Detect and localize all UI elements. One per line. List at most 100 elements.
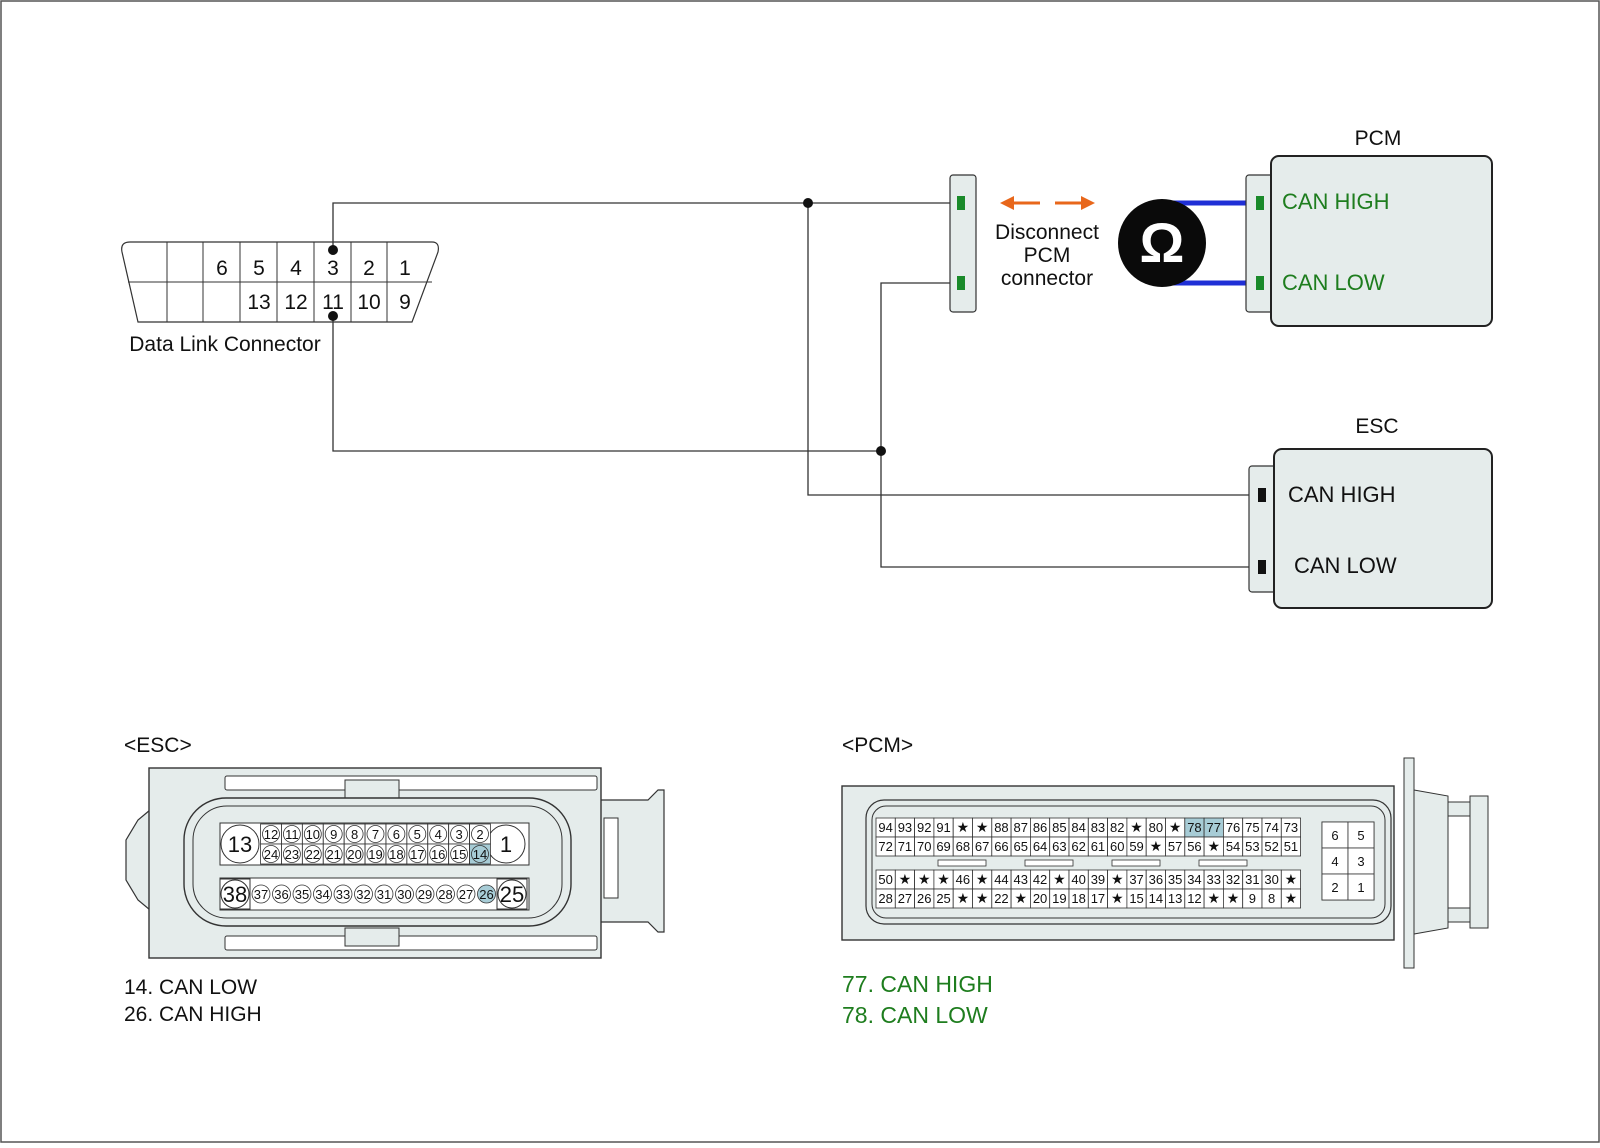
esc-pin-24: 24 bbox=[264, 847, 278, 862]
esc-pin-1: 1 bbox=[500, 832, 512, 857]
esc-pin-36-ring bbox=[272, 884, 291, 904]
esc-pin-34: 34 bbox=[315, 887, 329, 902]
esc-pin-5-ring bbox=[408, 825, 427, 843]
esc-pin-18: 18 bbox=[389, 847, 403, 862]
esc-pin-25-ring bbox=[497, 879, 527, 909]
pcm-pin-unused: ★ bbox=[918, 871, 931, 887]
pcm-pin-64: 64 bbox=[1033, 839, 1047, 854]
pcm-pin-61: 61 bbox=[1091, 839, 1105, 854]
esc-pin-12: 12 bbox=[264, 827, 278, 842]
esc-pin-27: 27 bbox=[459, 887, 473, 902]
esc-pin-17-ring bbox=[408, 845, 427, 863]
pcm-pin-22: 22 bbox=[994, 891, 1008, 906]
pcm-pin-19: 19 bbox=[1052, 891, 1066, 906]
pcm-pin-30: 30 bbox=[1264, 872, 1278, 887]
pcm-pin-66: 66 bbox=[994, 839, 1008, 854]
esc-pin-16-ring bbox=[429, 845, 448, 863]
pcm-pin-unused: ★ bbox=[957, 819, 970, 835]
esc-pin-30-ring bbox=[395, 884, 414, 904]
esc-pin-4-ring bbox=[429, 825, 448, 843]
pcm-pin-42: 42 bbox=[1033, 872, 1047, 887]
pcm-pin-80: 80 bbox=[1149, 820, 1163, 835]
pcm-power-cell bbox=[1347, 847, 1375, 875]
esc-pin-24-ring bbox=[262, 845, 280, 863]
pcm-note-77: 77. CAN HIGH bbox=[842, 971, 993, 997]
esc-pin-2: 2 bbox=[476, 827, 483, 842]
esc-module: ESC CAN HIGH CAN LOW bbox=[1248, 415, 1493, 609]
esc-pin-18-ring bbox=[387, 845, 406, 863]
pcm-pin-8: 8 bbox=[1268, 891, 1275, 906]
pcm-pin-70: 70 bbox=[917, 839, 931, 854]
pcm-pin-91: 91 bbox=[936, 820, 950, 835]
esc-pin-37: 37 bbox=[254, 887, 268, 902]
dlc-pin-10: 10 bbox=[357, 291, 380, 314]
pcm-pin-74: 74 bbox=[1264, 820, 1278, 835]
esc-pin-31-ring bbox=[374, 884, 394, 904]
dlc-pin-6: 6 bbox=[216, 257, 228, 280]
dlc-pin-2: 2 bbox=[363, 257, 375, 280]
esc-pin-29-ring bbox=[415, 884, 435, 904]
pcm-pin-76: 76 bbox=[1226, 820, 1240, 835]
disconnect-arrows bbox=[1000, 196, 1095, 210]
esc-pin-5: 5 bbox=[414, 827, 421, 842]
pcm-pin-57: 57 bbox=[1168, 839, 1182, 854]
dlc-pin-12: 12 bbox=[284, 291, 307, 314]
esc-pin-13-ring bbox=[220, 824, 260, 864]
pcm-power-cell bbox=[1347, 873, 1375, 901]
esc-pin-31: 31 bbox=[377, 887, 391, 902]
dlc-pin-4: 4 bbox=[290, 257, 302, 280]
pcm-pin-86: 86 bbox=[1033, 820, 1047, 835]
esc-pin-26: 26 bbox=[479, 887, 493, 902]
esc-pin-8-ring bbox=[345, 825, 364, 843]
pcm-pin-unused: ★ bbox=[1227, 890, 1240, 906]
esc-pin-20: 20 bbox=[347, 847, 361, 862]
esc-pin-12-ring bbox=[262, 825, 280, 843]
esc-pin-11-ring bbox=[282, 825, 301, 843]
disconnect-note-line1: Disconnect bbox=[995, 221, 1099, 244]
pcm-pin-53: 53 bbox=[1245, 839, 1259, 854]
esc-pin-26-ring bbox=[477, 884, 496, 904]
esc-pin-30: 30 bbox=[397, 887, 411, 902]
pcm-pin-87: 87 bbox=[1014, 820, 1028, 835]
ohmmeter: Ω bbox=[1118, 199, 1206, 287]
esc-pin-27-ring bbox=[456, 884, 476, 904]
pcm-pin-67: 67 bbox=[975, 839, 989, 854]
esc-pin-15: 15 bbox=[452, 847, 466, 862]
pcm-pin-59: 59 bbox=[1129, 839, 1143, 854]
esc-pin-20-ring bbox=[345, 845, 364, 863]
pcm-pin-65: 65 bbox=[1014, 839, 1028, 854]
pcm-pin-9: 9 bbox=[1249, 891, 1256, 906]
dlc-pin-1: 1 bbox=[399, 257, 411, 280]
pcm-power-cell bbox=[1321, 821, 1349, 849]
esc-pin-13: 13 bbox=[228, 832, 252, 857]
pcm-pin-31: 31 bbox=[1245, 872, 1259, 887]
pcm-power-pin-6: 6 bbox=[1331, 828, 1338, 843]
dlc-label: Data Link Connector bbox=[129, 333, 320, 356]
pcm-pin-43: 43 bbox=[1014, 872, 1028, 887]
pcm-pin-78: 78 bbox=[1187, 820, 1201, 835]
pcm-pin-unused: ★ bbox=[976, 819, 989, 835]
pcm-title: PCM bbox=[1355, 127, 1402, 150]
pcm-power-pin-4: 4 bbox=[1331, 854, 1338, 869]
esc-note-26: 26. CAN HIGH bbox=[124, 1003, 262, 1026]
pcm-pin-unused: ★ bbox=[1207, 838, 1220, 854]
pcm-pin-15: 15 bbox=[1129, 891, 1143, 906]
pcm-pin-unused: ★ bbox=[1053, 871, 1066, 887]
pcm-pin-85: 85 bbox=[1052, 820, 1066, 835]
pcm-pin-unused: ★ bbox=[937, 871, 950, 887]
disconnect-note-line2: PCM bbox=[1024, 244, 1071, 267]
pcm-pin-84: 84 bbox=[1071, 820, 1085, 835]
pcm-pin-18: 18 bbox=[1071, 891, 1085, 906]
pcm-pin-60: 60 bbox=[1110, 839, 1124, 854]
pcm-pin-28: 28 bbox=[878, 891, 892, 906]
esc-pin-6: 6 bbox=[393, 827, 400, 842]
esc-pin-21-ring bbox=[324, 845, 343, 863]
esc-pin-10-ring bbox=[303, 825, 322, 843]
pcm-pin-44: 44 bbox=[994, 872, 1008, 887]
pcm-key-slot bbox=[1198, 859, 1248, 867]
pcm-pin-cell bbox=[1280, 836, 1302, 857]
